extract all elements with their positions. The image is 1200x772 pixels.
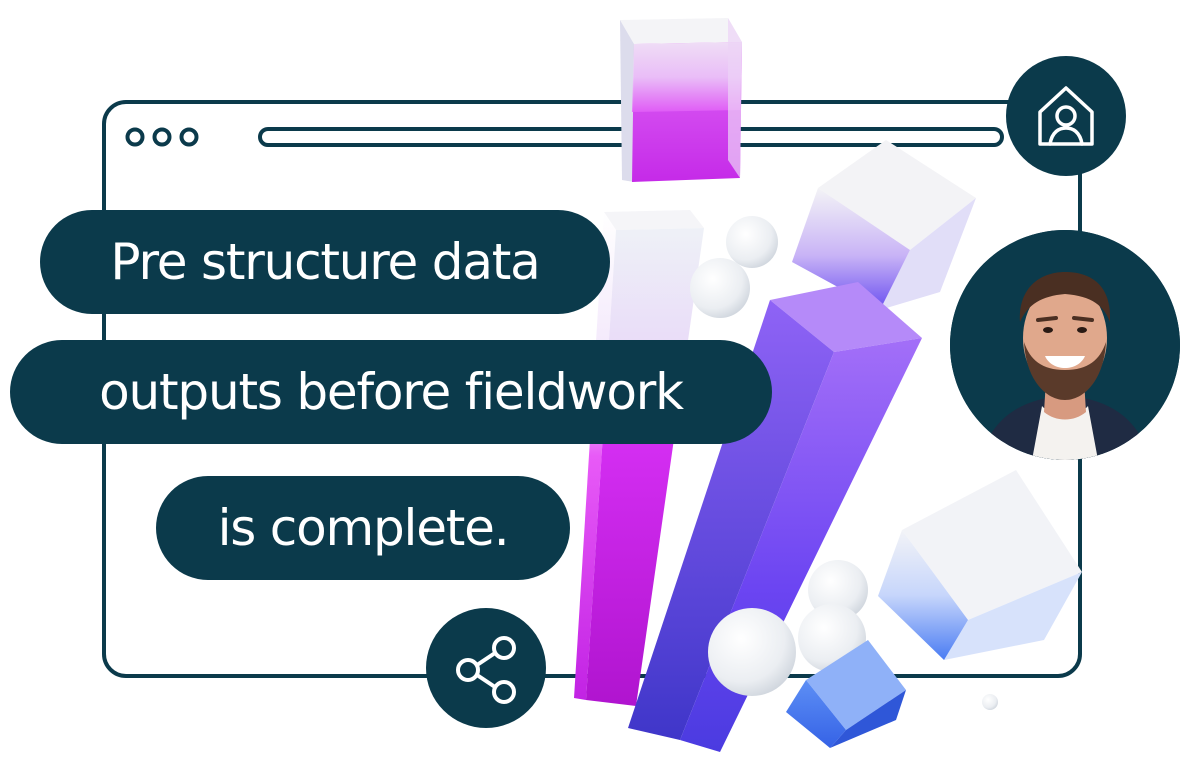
home-user-button[interactable] bbox=[1006, 56, 1126, 176]
sphere bbox=[690, 258, 750, 318]
headline-text-2: outputs before fieldwork bbox=[99, 363, 684, 421]
avatar-illustration bbox=[950, 230, 1180, 460]
headline-text-1: Pre structure data bbox=[110, 233, 540, 291]
three-dots-icon bbox=[125, 127, 199, 147]
home-user-icon bbox=[1038, 86, 1094, 146]
small-dot bbox=[982, 694, 998, 710]
share-icon bbox=[456, 636, 516, 704]
sphere bbox=[726, 216, 778, 268]
sphere bbox=[708, 608, 796, 696]
share-button[interactable] bbox=[426, 608, 546, 728]
headline-text-3: is complete. bbox=[217, 499, 510, 557]
cube-purple bbox=[792, 140, 976, 310]
cube-top bbox=[620, 18, 742, 182]
cube-blue bbox=[878, 470, 1082, 660]
headline-line-2: outputs before fieldwork bbox=[10, 340, 772, 444]
headline-line-3: is complete. bbox=[156, 476, 570, 580]
headline-line-1: Pre structure data bbox=[40, 210, 610, 314]
avatar bbox=[950, 230, 1180, 460]
cube-blue-small bbox=[786, 640, 906, 748]
sphere bbox=[808, 560, 868, 620]
